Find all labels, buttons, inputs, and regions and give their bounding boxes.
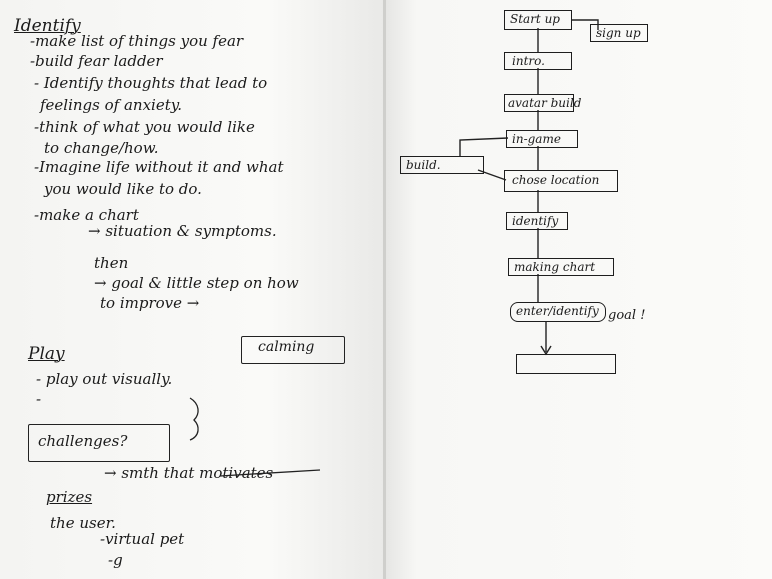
left-page: Identify -make list of things you fear -…: [0, 0, 384, 579]
flowchart-connectors: [459, 19, 599, 356]
prizes-text-cont: the user.: [50, 514, 116, 532]
identify-heading: Identify: [14, 16, 81, 36]
flow-label-goal: goal !: [608, 308, 646, 323]
identify-item: to improve →: [100, 294, 200, 312]
flow-node-in-game: [506, 130, 578, 148]
prizes-label: prizes: [46, 488, 93, 506]
prizes-text: → smth that motivates: [104, 464, 274, 482]
calming-box: [241, 336, 345, 364]
identify-item: → situation & symptoms.: [88, 222, 277, 240]
play-item: - play out visually.: [36, 370, 173, 388]
strike-doodle: [219, 469, 321, 477]
flow-label-startup: Start up: [510, 12, 560, 26]
identify-item: -make list of things you fear: [30, 32, 244, 50]
flow-label-enter-identify: enter/identify: [516, 304, 599, 318]
flow-node-identify: [506, 212, 568, 230]
play-item: -: [36, 390, 42, 408]
flow-node-blank: [516, 354, 616, 374]
flow-node-build: [400, 156, 484, 174]
flow-label-build: build.: [406, 158, 441, 172]
brace-doodle: [189, 397, 199, 441]
flow-node-startup: [504, 10, 572, 30]
flow-node-chose-location: [504, 170, 618, 192]
flow-node-making-chart: [508, 258, 614, 276]
calming-label: calming: [258, 339, 315, 355]
identify-item: -make a chart: [34, 206, 139, 224]
identify-item: -build fear ladder: [30, 52, 163, 70]
left-page-doodles: [189, 397, 321, 477]
flow-label-chose-location: chose location: [512, 173, 600, 187]
flow-label-signup: sign up: [596, 26, 641, 40]
identify-item: you would like to do.: [44, 180, 202, 198]
flow-label-intro: intro.: [512, 54, 545, 68]
identify-item: - Identify thoughts that lead to: [34, 74, 268, 92]
virtual-pet-item: -virtual pet: [100, 530, 185, 548]
identify-item: -think of what you would like: [34, 118, 255, 136]
challenges-label: challenges?: [38, 432, 128, 450]
flow-node-enter-identify: [510, 302, 606, 322]
challenges-box: [28, 424, 170, 462]
identify-item: to change/how.: [44, 139, 159, 157]
identify-item: → goal & little step on how: [94, 274, 299, 292]
flow-label-in-game: in-game: [512, 132, 561, 146]
identify-item: feelings of anxiety.: [40, 96, 182, 114]
trailing-item: -g: [108, 551, 123, 569]
flow-node-avatar-build: [504, 94, 574, 112]
flow-node-intro: [504, 52, 572, 70]
identify-item: then: [94, 254, 129, 272]
flow-label-identify: identify: [512, 214, 559, 228]
flow-label-avatar-build: avatar build: [508, 96, 582, 110]
play-heading: Play: [28, 344, 65, 364]
identify-item: -Imagine life without it and what: [34, 158, 284, 176]
flow-label-making-chart: making chart: [514, 260, 596, 274]
right-page: Start up sign up intro. avatar build in-…: [386, 0, 772, 579]
book-gutter: [383, 0, 387, 579]
flow-node-signup: [590, 24, 648, 42]
